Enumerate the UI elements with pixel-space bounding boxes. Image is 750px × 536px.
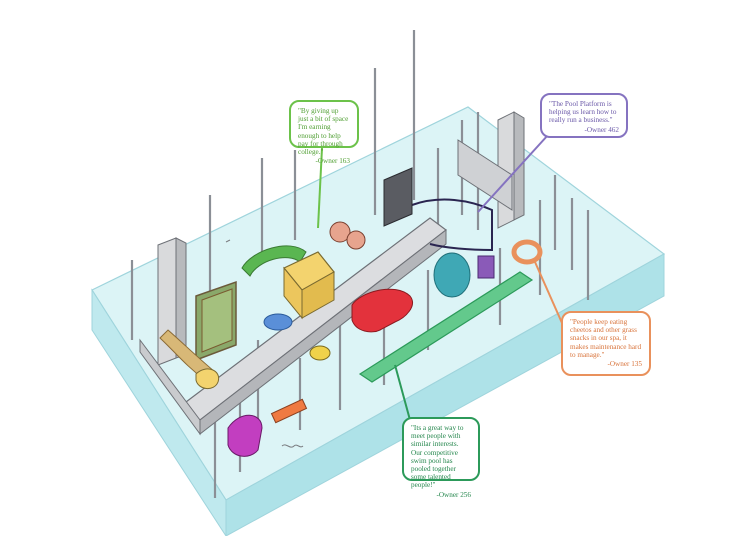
red-ribbon-pool	[351, 288, 413, 333]
dark-pipe	[411, 198, 493, 252]
yellow-seat	[195, 368, 220, 389]
walkway-lower-left	[139, 338, 201, 436]
pool-bench-frame	[201, 288, 233, 353]
purple-box	[477, 255, 495, 279]
testimonial-callout-orange: "People keep eating cheetos and other gr…	[561, 311, 651, 376]
testimonial-callout-dark-green: "Its a great way to meet people with sim…	[402, 417, 480, 499]
pointer-green	[317, 147, 323, 229]
testimonial-owner: -Owner 163	[315, 157, 350, 166]
testimonial-quote: "The Pool Platform is helping us learn h…	[549, 100, 617, 125]
platform-front-face	[91, 288, 227, 536]
green-lap-lane	[358, 271, 534, 383]
testimonial-quote: "By giving up just a bit of space I'm ea…	[298, 107, 349, 157]
pointer-orange	[534, 261, 567, 333]
blue-pool	[263, 313, 293, 331]
yellow-cube-front	[283, 266, 303, 320]
platform-right-face	[225, 253, 665, 536]
pink-pod	[329, 221, 351, 243]
dark-grey-block	[383, 167, 413, 227]
walkway	[139, 217, 447, 436]
support-columns	[157, 111, 525, 366]
pointer-dark-green	[394, 364, 411, 421]
teal-dome	[433, 252, 471, 298]
yellow-tub	[309, 345, 331, 361]
scribble	[281, 444, 304, 448]
green-loop-tube	[241, 245, 307, 277]
amenities	[159, 167, 543, 457]
scribble	[225, 239, 231, 243]
orange-bench	[270, 398, 308, 424]
callout-pointers	[317, 134, 567, 421]
testimonial-callout-green: "By giving up just a bit of space I'm ea…	[289, 100, 359, 165]
testimonial-owner: -Owner 135	[607, 360, 642, 369]
testimonial-owner: -Owner 256	[436, 490, 471, 499]
pointer-purple	[477, 134, 549, 213]
wall-right	[457, 139, 513, 211]
testimonial-owner: -Owner 462	[584, 125, 619, 134]
magenta-pool	[227, 414, 263, 457]
testimonial-quote: "Its a great way to meet people with sim…	[411, 424, 464, 490]
orange-ring-spa	[511, 239, 543, 265]
testimonial-quote: "People keep eating cheetos and other gr…	[570, 318, 642, 359]
scribbles	[225, 239, 304, 448]
testimonial-callout-purple: "The Pool Platform is helping us learn h…	[540, 93, 628, 138]
pink-pod	[346, 230, 366, 250]
